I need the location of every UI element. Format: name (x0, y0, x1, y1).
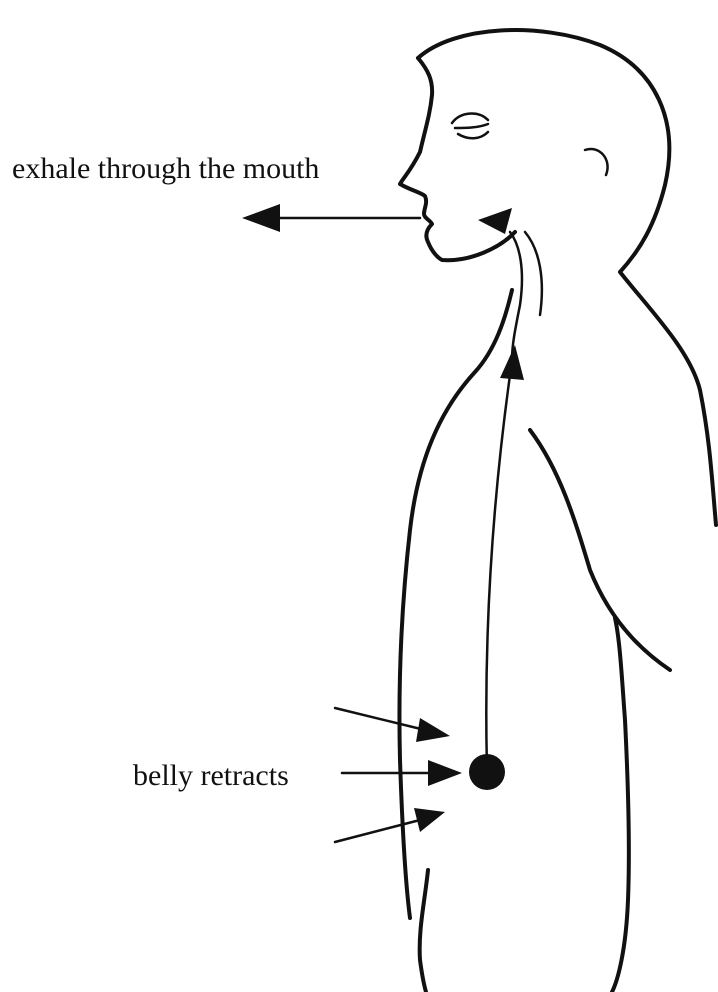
airway-back-line (525, 232, 542, 315)
head-back-contour (418, 30, 716, 525)
head-outline (400, 30, 716, 525)
airway-arrowhead (478, 208, 512, 234)
belly-center-dot (469, 754, 505, 790)
exhale-arrow (242, 204, 420, 232)
torso-front-contour (399, 290, 512, 918)
ear (585, 149, 608, 175)
exhale-label: exhale through the mouth (12, 152, 319, 185)
arm-contour (612, 618, 629, 992)
back-contour (530, 430, 670, 670)
eye-icon (452, 114, 488, 139)
air-upward-arrow (486, 345, 524, 770)
lower-belly-contour (420, 870, 428, 992)
belly-arrow-upper (335, 708, 450, 742)
belly-retracts-label: belly retracts (133, 759, 289, 792)
belly-arrow-lower (335, 808, 445, 842)
airway (510, 232, 542, 360)
